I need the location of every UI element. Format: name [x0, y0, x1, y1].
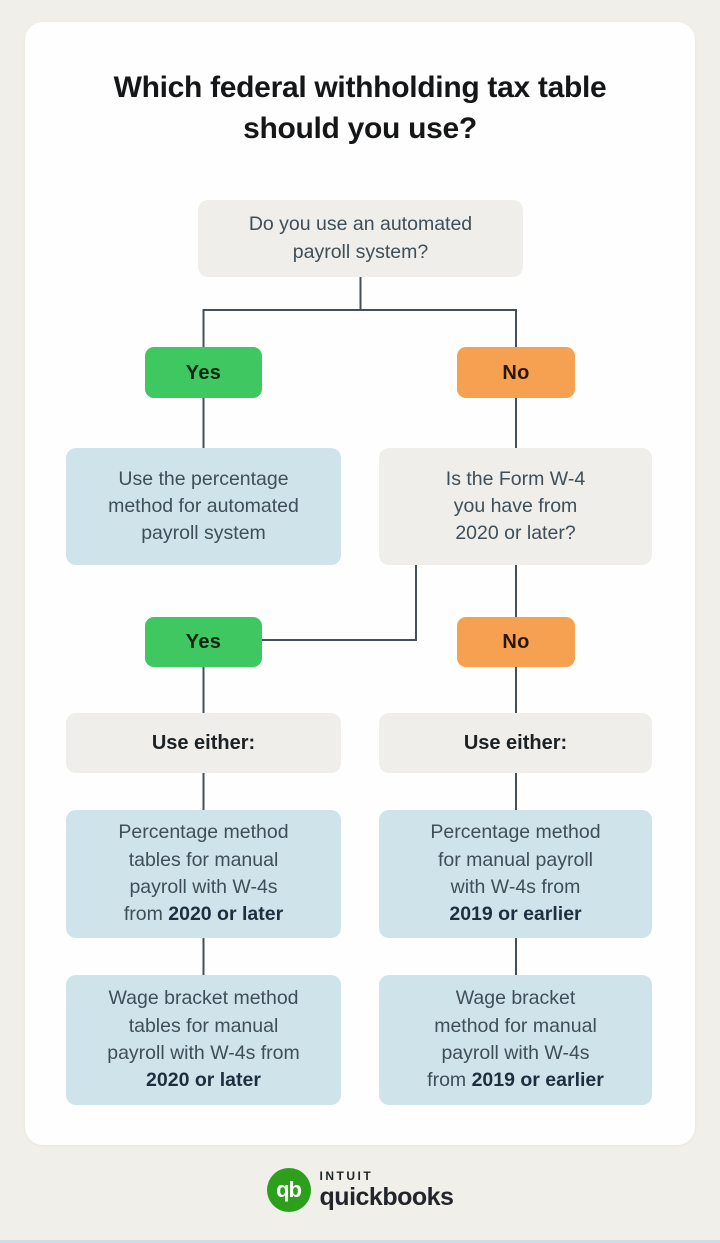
option-wage-bracket-later-bold: 2020 or later [146, 1069, 261, 1092]
branch2-yes-pill: Yes [145, 617, 262, 667]
option-wage-bracket-later: Wage bracket method tables for manual pa… [66, 975, 341, 1105]
result-automated-percentage: Use the percentage method for automated … [66, 448, 341, 565]
option-percentage-earlier-text: Percentage method for manual payroll wit… [430, 821, 601, 898]
option-wage-bracket-later-text: Wage bracket method tables for manual pa… [107, 987, 300, 1064]
infographic-card: Which federal withholding tax table shou… [25, 22, 695, 1145]
page-title: Which federal withholding tax table shou… [113, 71, 607, 145]
option-percentage-later: Percentage method tables for manual payr… [66, 810, 341, 938]
question-w4-year: Is the Form W-4 you have from 2020 or la… [379, 448, 652, 565]
use-either-header-later: Use either: [66, 713, 341, 773]
option-percentage-earlier: Percentage method for manual payroll wit… [379, 810, 652, 938]
option-percentage-later-bold: 2020 or later [168, 903, 284, 926]
quickbooks-wordmark: quickbooks [319, 1182, 454, 1211]
intuit-wordmark: INTUIT [319, 1168, 374, 1183]
option-percentage-later-text: Percentage method tables for manual payr… [118, 821, 289, 926]
option-wage-bracket-earlier-bold: 2019 or earlier [471, 1069, 604, 1092]
brand-wordmark: INTUIT quickbooks [320, 1169, 454, 1212]
quickbooks-monogram: qb [276, 1177, 302, 1202]
option-percentage-earlier-bold: 2019 or earlier [449, 903, 582, 926]
quickbooks-logo-icon: qb [266, 1168, 311, 1212]
option-wage-bracket-earlier-text: Wage bracket method for manual payroll w… [427, 987, 597, 1092]
question-automated-payroll-text: Do you use an automated payroll system? [248, 213, 473, 263]
use-either-header-earlier: Use either: [379, 713, 652, 773]
branch1-yes-pill: Yes [145, 347, 262, 398]
bottom-accent-strip [0, 1240, 720, 1243]
brand-footer: qb INTUIT quickbooks [0, 1168, 720, 1212]
option-wage-bracket-earlier: Wage bracket method for manual payroll w… [379, 975, 652, 1105]
branch2-no-pill: No [457, 617, 575, 667]
result-automated-percentage-text: Use the percentage method for automated … [108, 467, 299, 545]
question-automated-payroll: Do you use an automated payroll system? [198, 200, 523, 277]
question-w4-year-text: Is the Form W-4 you have from 2020 or la… [445, 467, 586, 545]
branch1-no-pill: No [457, 347, 575, 398]
